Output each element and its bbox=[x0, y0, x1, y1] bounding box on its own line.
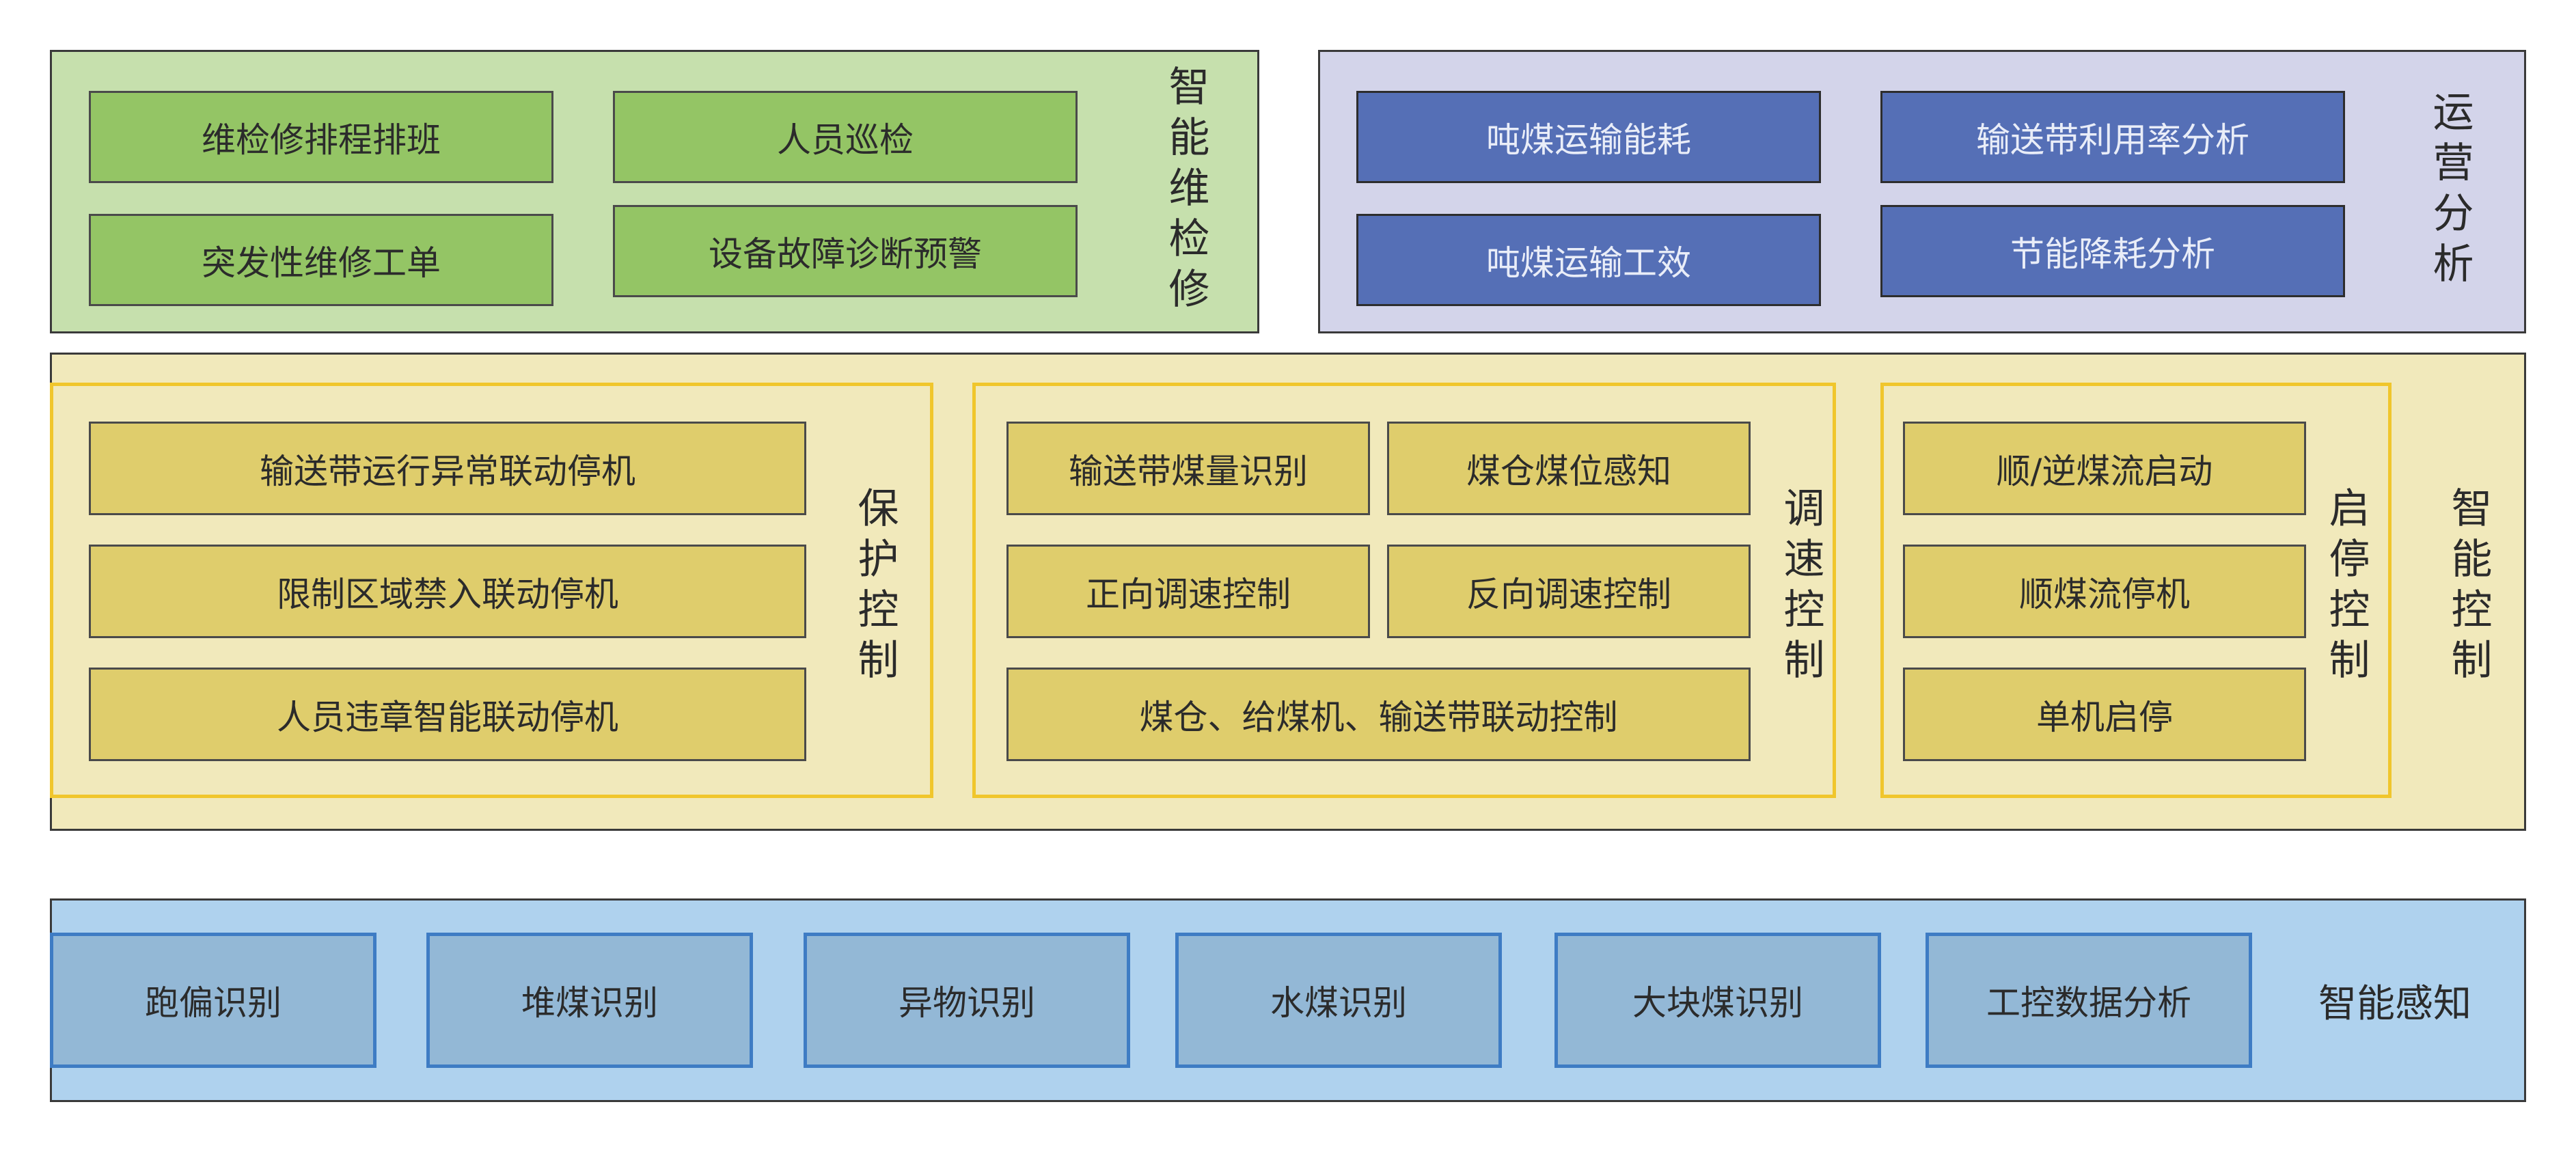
perception-item-large-coal[interactable]: 大块煤识别 bbox=[1554, 933, 1881, 1068]
protection-label: 保护控制 bbox=[844, 478, 905, 697]
protection-item-belt-abnormal[interactable]: 输送带运行异常联动停机 bbox=[89, 422, 806, 515]
startstop-item-flow-start[interactable]: 顺/逆煤流启动 bbox=[1903, 422, 2306, 515]
speed-item-bin-level[interactable]: 煤仓煤位感知 bbox=[1387, 422, 1751, 515]
operations-item-belt-utilization[interactable]: 输送带利用率分析 bbox=[1880, 91, 2345, 183]
perception-item-water-coal[interactable]: 水煤识别 bbox=[1175, 933, 1502, 1068]
operations-item-energy-saving[interactable]: 节能降耗分析 bbox=[1880, 205, 2345, 297]
maintenance-item-fault-diagnosis[interactable]: 设备故障诊断预警 bbox=[613, 205, 1078, 297]
speed-item-coal-volume[interactable]: 输送带煤量识别 bbox=[1006, 422, 1370, 515]
perception-item-coal-pileup[interactable]: 堆煤识别 bbox=[426, 933, 753, 1068]
startstop-item-flow-stop[interactable]: 顺煤流停机 bbox=[1903, 545, 2306, 638]
perception-item-ics-data[interactable]: 工控数据分析 bbox=[1926, 933, 2252, 1068]
maintenance-label: 智能维检修 bbox=[1155, 65, 1216, 318]
operations-item-energy[interactable]: 吨煤运输能耗 bbox=[1356, 91, 1821, 183]
startstop-control-group bbox=[1880, 383, 2392, 798]
maintenance-item-emergency-order[interactable]: 突发性维修工单 bbox=[89, 214, 553, 306]
protection-label-text: 保护控制 bbox=[851, 486, 899, 689]
maintenance-item-scheduling[interactable]: 维检修排程排班 bbox=[89, 91, 553, 183]
operations-item-efficiency[interactable]: 吨煤运输工效 bbox=[1356, 214, 1821, 306]
control-label: 智能控制 bbox=[2437, 478, 2499, 697]
speed-control-group bbox=[972, 383, 1836, 798]
perception-item-foreign-object[interactable]: 异物识别 bbox=[804, 933, 1130, 1068]
startstop-item-single[interactable]: 单机启停 bbox=[1903, 668, 2306, 761]
speed-item-linkage[interactable]: 煤仓、给煤机、输送带联动控制 bbox=[1006, 668, 1751, 761]
maintenance-item-patrol[interactable]: 人员巡检 bbox=[613, 91, 1078, 183]
speed-label-text: 调速控制 bbox=[1777, 486, 1824, 689]
operations-label-text: 运营分析 bbox=[2426, 90, 2474, 292]
protection-control-group bbox=[50, 383, 933, 798]
startstop-label-text: 启停控制 bbox=[2322, 486, 2370, 689]
perception-label: 智能感知 bbox=[2318, 981, 2471, 1026]
maintenance-label-text: 智能维检修 bbox=[1162, 65, 1209, 318]
startstop-label: 启停控制 bbox=[2315, 478, 2376, 697]
speed-item-reverse[interactable]: 反向调速控制 bbox=[1387, 545, 1751, 638]
speed-item-forward[interactable]: 正向调速控制 bbox=[1006, 545, 1370, 638]
perception-item-deviation[interactable]: 跑偏识别 bbox=[50, 933, 376, 1068]
control-label-text: 智能控制 bbox=[2444, 486, 2492, 689]
protection-item-violation[interactable]: 人员违章智能联动停机 bbox=[89, 668, 806, 761]
operations-label: 运营分析 bbox=[2419, 82, 2480, 301]
speed-label: 调速控制 bbox=[1770, 478, 1831, 697]
protection-item-restricted-area[interactable]: 限制区域禁入联动停机 bbox=[89, 545, 806, 638]
